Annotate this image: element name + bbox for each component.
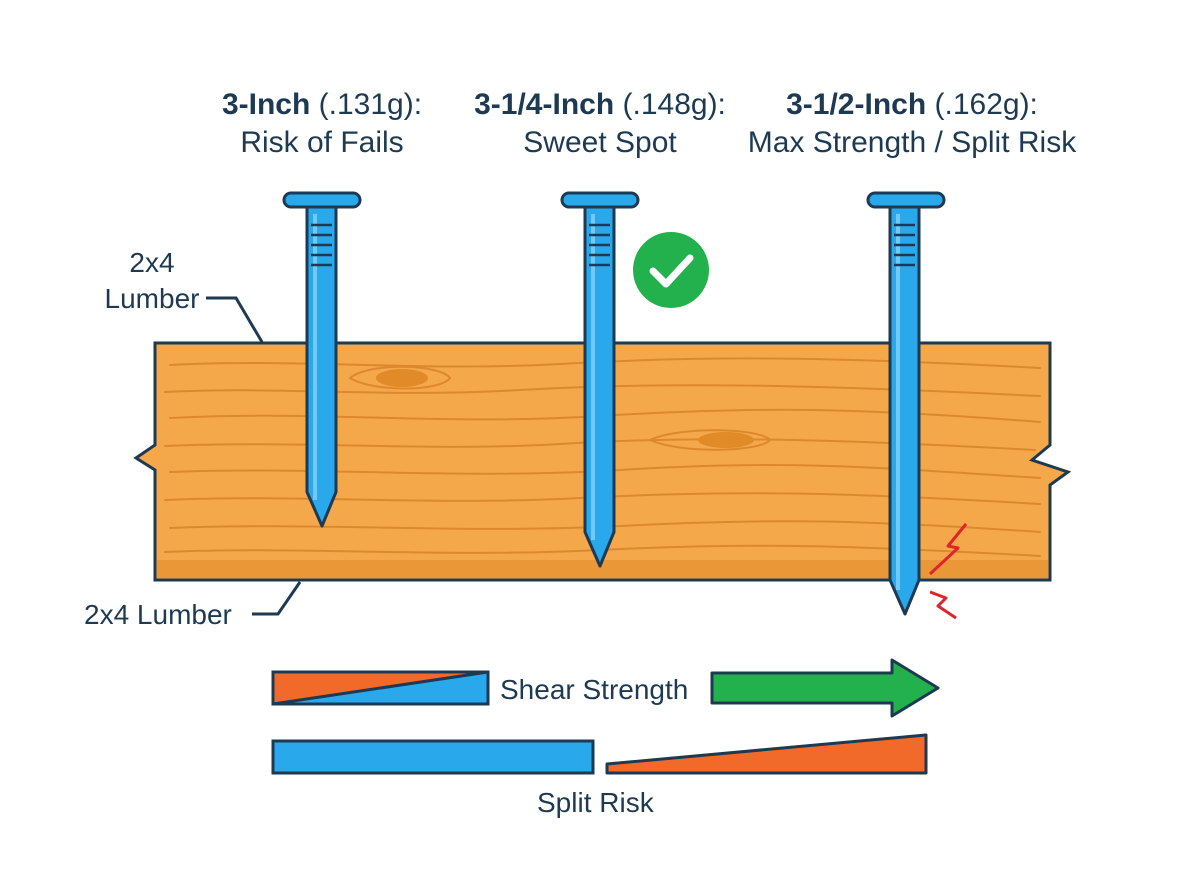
shear-strength-label: Shear Strength bbox=[500, 674, 689, 705]
nail-note-312in: Max Strength / Split Risk bbox=[747, 126, 1077, 159]
shear-strength-bar bbox=[271, 670, 490, 706]
split-risk-bar bbox=[271, 733, 928, 775]
lumber-label-top: 2x4 Lumber bbox=[104, 247, 200, 314]
nail-gauge-3in: (.131g): bbox=[318, 88, 423, 121]
wood-knot bbox=[376, 369, 428, 387]
check-icon bbox=[633, 232, 709, 308]
callout-line-top bbox=[206, 296, 264, 343]
nail-gauge-314in: (.148g): bbox=[622, 88, 726, 121]
nail-header-314in: 3-1/4-Inch (.148g): Sweet Spot bbox=[390, 86, 810, 162]
arrow-right-icon bbox=[710, 658, 940, 718]
nail-note-314in: Sweet Spot bbox=[523, 126, 677, 159]
nail-header-3in: 3-Inch (.131g): Risk of Fails bbox=[112, 86, 532, 162]
nail-header-312in: 3-1/2-Inch (.162g): Max Strength / Split… bbox=[702, 86, 1122, 162]
lumber-label-bottom: 2x4 Lumber bbox=[84, 599, 232, 630]
nail-312in bbox=[866, 191, 946, 616]
nail-314in bbox=[560, 191, 640, 568]
nail-note-3in: Risk of Fails bbox=[240, 126, 404, 159]
nail-3in bbox=[282, 191, 362, 528]
nail-size-3in: 3-Inch bbox=[221, 88, 311, 121]
nail-gauge-312in: (.162g): bbox=[934, 88, 1038, 121]
nail-size-314in: 3-1/4-Inch bbox=[474, 88, 615, 121]
wood-knot bbox=[698, 432, 754, 448]
nail-size-312in: 3-1/2-Inch bbox=[786, 88, 927, 121]
callout-line-bottom bbox=[252, 581, 302, 616]
crack-icon bbox=[928, 523, 968, 620]
split-risk-label: Split Risk bbox=[537, 787, 654, 818]
